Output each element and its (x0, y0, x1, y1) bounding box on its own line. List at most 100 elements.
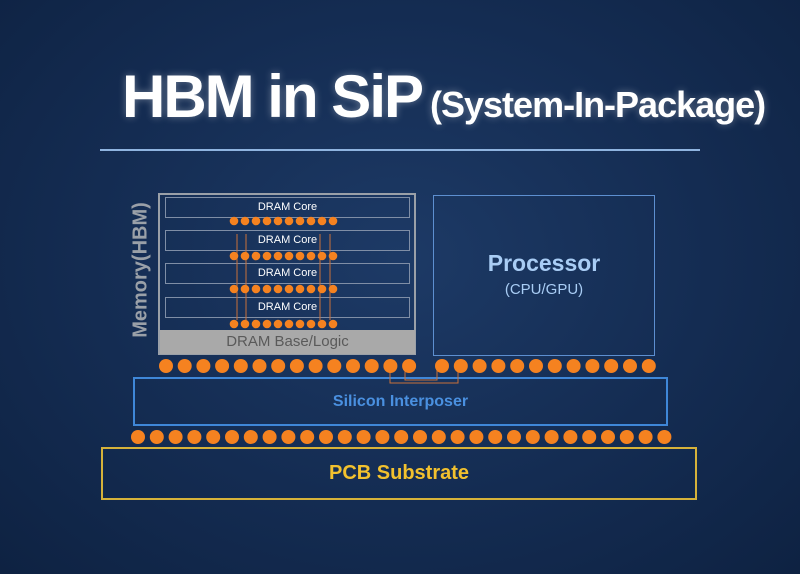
micro-bump (273, 251, 283, 261)
hbm-bump (196, 359, 211, 373)
interposer-bump (225, 430, 239, 444)
micro-bump (251, 319, 261, 329)
interposer-bump (243, 430, 258, 444)
micro-bump (229, 251, 239, 261)
micro-bump (295, 251, 305, 261)
interposer-bump (337, 430, 352, 444)
interposer-bump (149, 430, 164, 444)
processor-bump (491, 359, 506, 373)
micro-bump (251, 216, 261, 226)
processor-bump (529, 359, 543, 373)
hbm-bump (271, 359, 286, 373)
micro-bump (262, 284, 272, 294)
dram-core-3: DRAM Core (165, 263, 410, 284)
micro-bump (295, 284, 305, 294)
micro-bump (273, 216, 283, 226)
processor-title: Processor (487, 250, 601, 276)
hbm-bump (308, 359, 323, 373)
interposer-trace (389, 370, 459, 384)
hbm-bump (402, 359, 417, 373)
micro-bump (229, 284, 239, 294)
micro-bump (273, 319, 283, 329)
micro-bump (284, 216, 294, 226)
interposer-bump (657, 430, 672, 444)
micro-bump (240, 319, 250, 329)
hbm-bump (364, 359, 379, 373)
micro-bump (328, 284, 338, 294)
micro-bump (306, 216, 316, 226)
silicon-interposer: Silicon Interposer (133, 377, 668, 426)
micro-bump (251, 251, 261, 261)
micro-bump (328, 216, 338, 226)
micro-bump (328, 251, 338, 261)
interposer-bump (281, 430, 296, 444)
processor-bump (623, 359, 637, 373)
processor-bump (641, 359, 656, 373)
interposer-bump (375, 430, 390, 444)
dram-base-logic: DRAM Base/Logic (160, 330, 415, 354)
micro-bump (306, 251, 316, 261)
interposer-bump (601, 430, 615, 444)
interposer-bump (319, 430, 333, 444)
processor-bump (453, 359, 468, 373)
processor-bump (510, 359, 525, 373)
hbm-bump (159, 359, 173, 373)
processor-subtitle: (CPU/GPU) (504, 281, 584, 298)
micro-bump (317, 284, 327, 294)
processor-bump (585, 359, 600, 373)
hbm-bump (383, 359, 398, 373)
micro-bump (240, 284, 250, 294)
micro-bump (317, 251, 327, 261)
micro-bump (284, 284, 294, 294)
title-sub: (System-In-Package) (430, 84, 766, 125)
interposer-bump (582, 430, 597, 444)
interposer-bump (431, 430, 446, 444)
micro-bump (229, 216, 239, 226)
processor-bump (472, 359, 487, 373)
micro-bump (273, 284, 283, 294)
interposer-bump (638, 430, 653, 444)
interposer-bump (300, 430, 315, 444)
processor-bump (435, 359, 449, 373)
hbm-bump (252, 359, 267, 373)
title-divider (100, 149, 700, 151)
interposer-trace (404, 370, 438, 381)
interposer-bump (469, 430, 484, 444)
interposer-bump (187, 430, 202, 444)
interposer-bump (525, 430, 540, 444)
hbm-stack (158, 193, 416, 355)
hbm-bump (289, 359, 304, 373)
micro-bump (262, 216, 272, 226)
interposer-bump (619, 430, 634, 444)
micro-bump (317, 319, 327, 329)
interposer-bump (168, 430, 183, 444)
micro-bump (262, 251, 272, 261)
processor-bump (566, 359, 581, 373)
dram-core-4: DRAM Core (165, 297, 410, 318)
micro-bump (295, 319, 305, 329)
micro-bump (306, 284, 316, 294)
dram-core-2: DRAM Core (165, 230, 410, 251)
page-title: HBM in SiP(System-In-Package) (122, 62, 766, 131)
hbm-bump (177, 359, 192, 373)
interposer-bump (563, 430, 578, 444)
interposer-bump (544, 430, 559, 444)
title-main: HBM in SiP (122, 63, 424, 130)
processor-bump (604, 359, 619, 373)
micro-bump (240, 251, 250, 261)
interposer-bump (413, 430, 427, 444)
interposer-bump (356, 430, 371, 444)
micro-bump (306, 319, 316, 329)
micro-bump (317, 216, 327, 226)
micro-bump (240, 216, 250, 226)
pcb-substrate: PCB Substrate (101, 447, 697, 500)
micro-bump (295, 216, 305, 226)
interposer-bump (206, 430, 221, 444)
hbm-bump (215, 359, 230, 373)
processor-block: Processor (CPU/GPU) (433, 195, 655, 356)
micro-bump (229, 319, 239, 329)
interposer-bump (131, 430, 145, 444)
interposer-bump (488, 430, 503, 444)
micro-bump (284, 319, 294, 329)
interposer-bump (394, 430, 409, 444)
